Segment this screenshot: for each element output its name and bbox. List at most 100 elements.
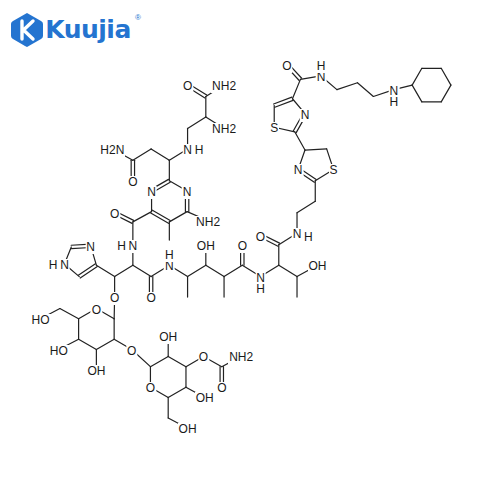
- bond-line: [279, 265, 297, 276]
- label-holder: H2N: [99, 140, 125, 158]
- atom-label: H: [316, 60, 327, 73]
- bond-line: [188, 117, 206, 128]
- atom-label: HO: [31, 314, 51, 327]
- bond-line: [224, 265, 242, 276]
- label-holder: O: [182, 76, 193, 94]
- label-holder: OH: [196, 236, 216, 254]
- bond-line: [188, 265, 206, 276]
- atom-label: O: [182, 80, 193, 93]
- bond-line: [60, 309, 79, 319]
- label-holder: OH: [158, 327, 178, 345]
- atom-label: HO: [49, 345, 69, 358]
- label-holder: NH2: [211, 76, 237, 94]
- label-holder: N: [146, 182, 157, 200]
- bond-line: [169, 222, 170, 240]
- bond-line: [296, 277, 297, 298]
- atom-label: NH2: [211, 123, 237, 136]
- bond-line: [115, 265, 133, 276]
- bond-line: [315, 181, 316, 202]
- atom-label: H: [164, 249, 175, 262]
- bond-line: [78, 319, 79, 340]
- atom-label: H: [116, 240, 127, 253]
- label-holder: N: [293, 160, 304, 178]
- bond-line: [297, 201, 315, 212]
- logo-hexagon: [11, 13, 43, 47]
- label-holder: O: [127, 172, 138, 190]
- atom-label: OH: [195, 392, 215, 405]
- bond-line: [133, 265, 151, 276]
- atom-label: N: [293, 164, 304, 177]
- atom-label: O: [198, 351, 209, 364]
- atom-label: OH: [178, 423, 198, 436]
- label-holder: O: [126, 341, 137, 359]
- label-holder: H: [48, 255, 59, 273]
- atom-label: O: [216, 382, 227, 395]
- label-holder: O: [109, 288, 120, 306]
- label-holder: NH2: [211, 119, 237, 137]
- bond-line: [187, 277, 188, 298]
- label-holder: HO: [31, 310, 51, 328]
- atom-label: H2N: [99, 144, 125, 157]
- bond-line: [305, 149, 327, 150]
- registered-mark: ®: [134, 13, 142, 22]
- label-holder: N: [300, 105, 311, 123]
- label-holder: N: [182, 140, 193, 158]
- label-holder: O: [145, 378, 156, 396]
- bond-line: [412, 68, 422, 85]
- atom-label: NH2: [195, 216, 221, 229]
- bond-line: [169, 160, 170, 181]
- label-holder: HO: [49, 341, 69, 359]
- bond-line: [133, 212, 152, 222]
- label-holder: O: [281, 56, 292, 74]
- label-holder: OH: [195, 388, 215, 406]
- label-holder: H: [389, 92, 400, 110]
- atom-label: H: [303, 231, 314, 244]
- bond-line: [185, 367, 186, 388]
- atom-label: O: [281, 60, 292, 73]
- bond-line: [150, 356, 168, 366]
- atom-label: O: [126, 345, 137, 358]
- label-holder: S: [328, 160, 338, 178]
- bond-line: [292, 79, 300, 98]
- bond-line: [169, 212, 187, 222]
- bond-line: [133, 149, 151, 160]
- bond-line: [422, 68, 441, 69]
- atom-label: S: [328, 164, 338, 177]
- label-holder: O: [109, 204, 120, 222]
- atom-label: N: [316, 71, 327, 84]
- label-holder: Kuujia: [44, 16, 132, 44]
- atom-label: OH: [308, 260, 328, 273]
- bond-line: [441, 68, 451, 85]
- bond-line: [278, 245, 279, 266]
- atom-label: H: [255, 283, 266, 296]
- bond-line: [275, 100, 293, 107]
- atom-label: S: [269, 122, 279, 135]
- bond-line: [168, 387, 186, 397]
- bond-line: [422, 101, 441, 102]
- atom-label: N: [300, 109, 311, 122]
- atom-label: O: [145, 292, 156, 305]
- atom-label: O: [145, 382, 156, 395]
- atom-label: OH: [158, 331, 178, 344]
- atom-label: O: [109, 208, 120, 221]
- label-holder: O: [237, 236, 248, 254]
- atom-label: H: [194, 144, 205, 157]
- bond-line: [79, 339, 97, 349]
- bond-line: [357, 83, 373, 97]
- label-holder: OH: [178, 419, 198, 437]
- label-holder: O: [255, 227, 266, 245]
- label-holder: N: [59, 255, 70, 273]
- label-holder: NH2: [228, 347, 254, 365]
- label-holder: H: [116, 236, 127, 254]
- label-holder: H: [194, 140, 205, 158]
- bond-line: [441, 85, 451, 102]
- bond-line: [205, 96, 206, 117]
- bond-line: [274, 97, 292, 104]
- label-holder: H: [316, 56, 327, 74]
- bond-line: [114, 319, 115, 340]
- atom-label: N: [128, 240, 139, 253]
- atom-label: NH2: [211, 80, 237, 93]
- label-holder: NH2: [195, 212, 221, 230]
